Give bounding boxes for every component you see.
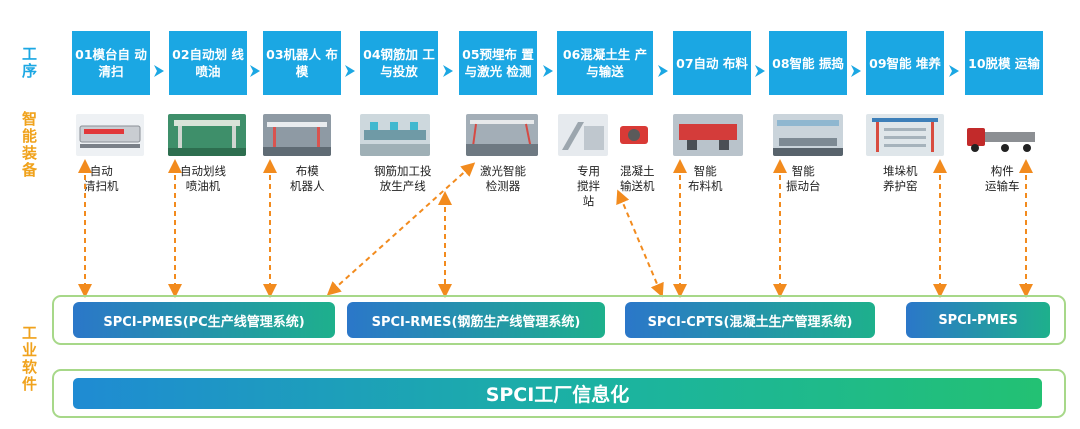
step-05: 05预埋布 置与激光 检测 bbox=[459, 31, 537, 95]
equipment-label-distributor: 智能 布料机 bbox=[688, 164, 723, 193]
chevron-right-icon bbox=[543, 65, 553, 77]
step-01: 01模台自 动清扫 bbox=[72, 31, 150, 95]
step-07: 07自动 布料 bbox=[673, 31, 751, 95]
equipment-label-concrete-conveyor: 混凝土 输送机 bbox=[620, 164, 655, 193]
chevron-right-icon bbox=[658, 65, 668, 77]
connector-arrow bbox=[326, 162, 476, 296]
oil-spray-machine-photo-icon bbox=[168, 114, 246, 156]
equipment-label-vibration-table: 智能 振动台 bbox=[786, 164, 821, 193]
sweeper-machine-photo-icon bbox=[76, 114, 144, 156]
chevron-right-icon bbox=[851, 65, 861, 77]
rebar-line-photo-icon bbox=[360, 114, 430, 156]
system-cpts: SPCI-CPTS(混凝土生产管理系统) bbox=[625, 302, 875, 338]
equipment-label-stacker-kiln: 堆垛机 养护窑 bbox=[883, 164, 918, 193]
equipment-label-oil-spray: 自动划线 喷油机 bbox=[180, 164, 226, 193]
chevron-right-icon bbox=[949, 65, 959, 77]
process-side-label: 工序 bbox=[20, 46, 38, 80]
stacker-kiln-photo-icon bbox=[866, 114, 944, 156]
chevron-right-icon bbox=[443, 65, 453, 77]
laser-detector-photo-icon bbox=[466, 114, 538, 156]
software-side-label: 工业软件 bbox=[20, 325, 38, 393]
equipment-label-transport-truck: 构件 运输车 bbox=[985, 164, 1020, 193]
equipment-label-laser-detector: 激光智能 检测器 bbox=[480, 164, 526, 193]
vibration-table-photo-icon bbox=[773, 114, 843, 156]
equipment-label-mold-robot: 布模 机器人 bbox=[290, 164, 325, 193]
connector-arrow bbox=[616, 189, 664, 298]
system-pc-pmes: SPCI-PMES(PC生产线管理系统) bbox=[73, 302, 335, 338]
step-10: 10脱模 运输 bbox=[965, 31, 1043, 95]
system-rmes: SPCI-RMES(钢筋生产线管理系统) bbox=[347, 302, 605, 338]
informatization-frame bbox=[52, 369, 1066, 418]
equipment-side-label: 智能装备 bbox=[20, 111, 38, 179]
step-09: 09智能 堆养 bbox=[866, 31, 944, 95]
distributor-photo-icon bbox=[673, 114, 743, 156]
factory-informatization-bar: SPCI工厂信息化 bbox=[73, 378, 1042, 409]
step-08: 08智能 振捣 bbox=[769, 31, 847, 95]
chevron-right-icon bbox=[154, 65, 164, 77]
chevron-right-icon bbox=[345, 65, 355, 77]
step-02: 02自动划 线喷油 bbox=[169, 31, 247, 95]
transport-truck-photo-icon bbox=[965, 114, 1039, 156]
equipment-label-sweeper: 自动 清扫机 bbox=[84, 164, 119, 193]
mixing-station-photo-icon bbox=[558, 114, 608, 156]
equipment-label-mixing-station: 专用 搅拌 站 bbox=[577, 164, 600, 208]
chevron-right-icon bbox=[250, 65, 260, 77]
system-pmes: SPCI-PMES bbox=[906, 302, 1050, 338]
mold-robot-photo-icon bbox=[263, 114, 331, 156]
step-03: 03机器人 布模 bbox=[263, 31, 341, 95]
chevron-right-icon bbox=[755, 65, 765, 77]
software-frame bbox=[52, 295, 1066, 345]
concrete-conveyor-photo-icon bbox=[612, 114, 658, 156]
step-04: 04钢筋加 工与投放 bbox=[360, 31, 438, 95]
step-06: 06混凝土生 产与输送 bbox=[557, 31, 653, 95]
